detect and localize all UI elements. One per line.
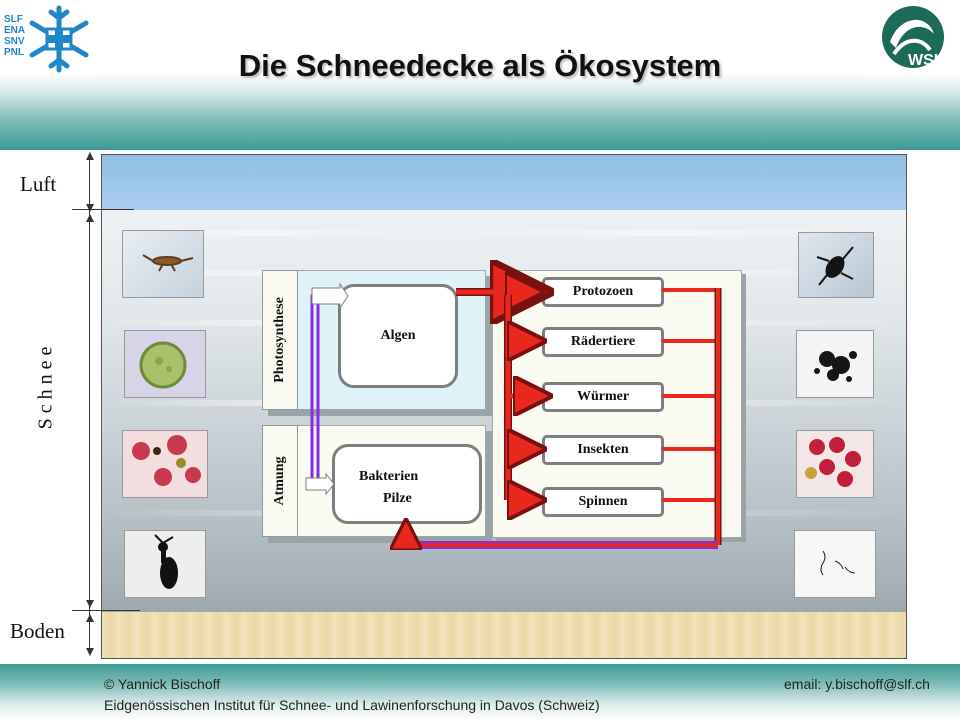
header-band [0,0,960,150]
page-title: Die Schneedecke als Ökosystem [238,48,722,83]
consumer-rotifers: Rädertiere [542,327,664,357]
consumer-protozoa: Protozoen [542,277,664,307]
logo-line-ena: ENA [4,25,26,36]
contact-email[interactable]: email: y.bischoff@slf.ch [784,676,930,692]
thumb-dark-particles [796,330,874,398]
thumb-red-spores [796,430,874,498]
footer-band [0,664,960,720]
snowflake-cross-icon [29,5,89,73]
air-label: Luft [20,172,57,196]
protozoa-label: Protozoen [572,284,634,299]
snow-label: S c h n e e [34,346,57,430]
institute-name: Eidgenössischen Institut für Schnee- und… [104,697,600,713]
thumb-beetle [798,232,874,298]
worms-label: Würmer [576,389,630,404]
axis-arrowheads [86,152,94,656]
respiration-label: Atmung [272,456,287,506]
consumer-worms: Würmer [542,382,664,412]
logo-line-snv: SNV [4,36,25,47]
consumer-insects: Insekten [542,435,664,465]
consumer-spiders: Spinnen [542,487,664,517]
thumb-red-algae [122,430,208,498]
photosynthesis-label: Photosynthese [272,297,287,383]
ground-label: Boden [10,619,65,643]
thumb-springtail [122,230,204,298]
ground-layer [102,612,906,658]
thumb-bacteria-strands [794,530,876,598]
rotifers-label: Rädertiere [570,334,636,349]
thumb-alga-cell [124,330,206,398]
air-layer [102,155,906,210]
algae-label: Algen [380,328,416,343]
logo-line-slf: SLF [4,14,23,25]
respiration-tab: Atmung [262,425,298,537]
photosynthesis-tab: Photosynthese [262,270,298,410]
logo-line-pnl: PNL [4,47,24,58]
air-snow-boundary [72,209,134,210]
author-credit: © Yannick Bischoff [104,676,221,692]
wsl-swoosh-icon [882,6,944,68]
snow-ground-boundary [72,610,140,611]
spiders-label: Spinnen [578,494,628,509]
thumb-springtail-silhouette [124,530,206,598]
producer-algae: Algen [338,284,458,388]
fungi-label: Pilze [383,491,412,506]
layer-axis [89,156,90,650]
insects-label: Insekten [577,442,629,457]
slf-logo: SLF ENA SNV PNL [2,2,92,76]
producer-bacteria-fungi: Bakterien Pilze [332,444,482,524]
wsl-logo-text: WSL [908,52,944,69]
bacteria-label: Bakterien [359,469,419,484]
wsl-logo: WSL [868,2,958,76]
